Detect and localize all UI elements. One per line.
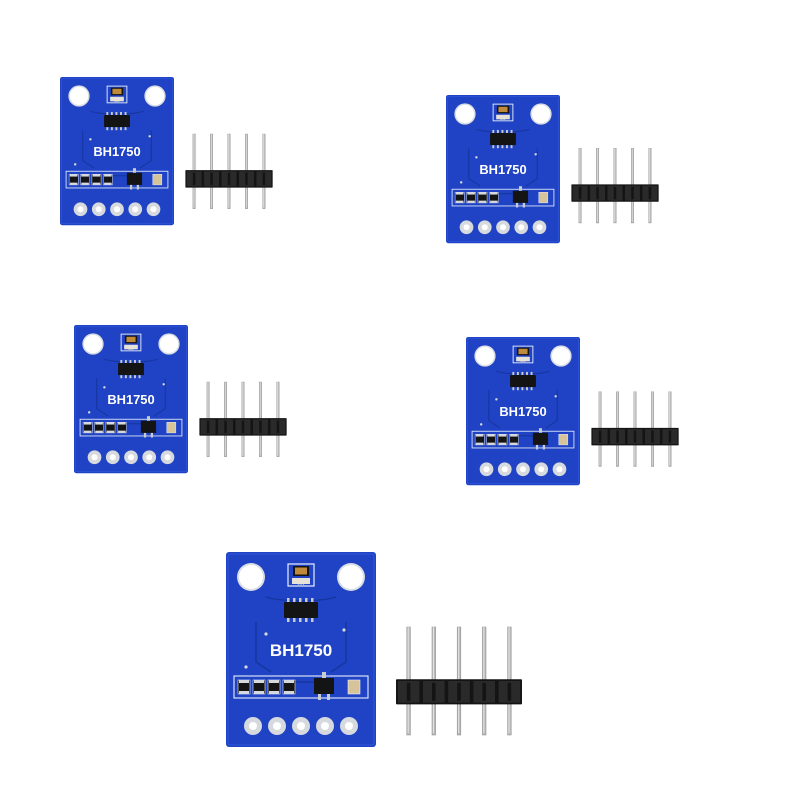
sensor-module-3: BH1750 Z01 xyxy=(73,324,317,477)
sensor-module-4: BH1750 Z01 xyxy=(465,336,709,489)
module-3-graphic: BH1750 Z01 xyxy=(73,324,287,474)
module-5-graphic: BH1750 Z01 xyxy=(225,551,523,748)
sensor-module-2: BH1750 Z01 xyxy=(445,94,689,247)
chip-label: BH1750 xyxy=(479,162,526,177)
pin-header-2 xyxy=(571,147,659,224)
chip-label: BH1750 xyxy=(499,404,546,419)
module-1-graphic: BH1750 Z01 xyxy=(59,76,273,226)
sensor-module-5: BH1750 Z01 xyxy=(225,551,546,752)
chip-label: BH1750 xyxy=(107,392,154,407)
pin-header-4 xyxy=(591,391,679,467)
sensor-marking: Z01 xyxy=(128,347,134,351)
sensor-marking: Z01 xyxy=(520,359,526,363)
pin-header-5 xyxy=(395,626,523,736)
sensor-module-1: BH1750 Z01 xyxy=(59,76,303,229)
module-2-graphic: BH1750 Z01 xyxy=(445,94,659,244)
sensor-marking: Z01 xyxy=(114,99,120,103)
pin-header-3 xyxy=(199,381,287,458)
chip-label: BH1750 xyxy=(270,641,332,660)
pin-header-1 xyxy=(185,133,273,210)
sensor-marking: Z01 xyxy=(500,117,506,121)
sensor-marking: Z01 xyxy=(298,581,306,586)
chip-label: BH1750 xyxy=(93,144,140,159)
module-4-graphic: BH1750 Z01 xyxy=(465,336,679,486)
